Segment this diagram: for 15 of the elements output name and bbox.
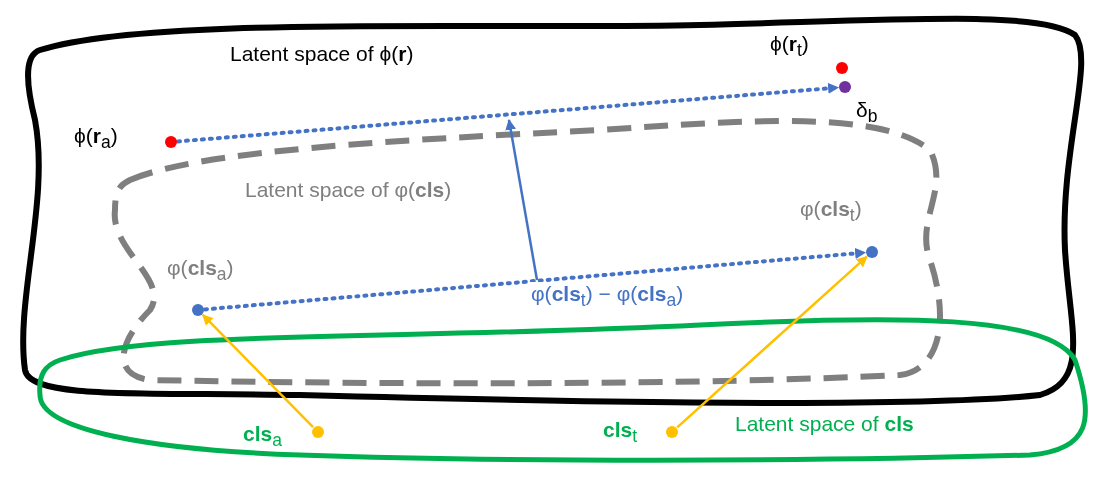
region-title: Latent space of cls — [735, 412, 914, 436]
region-title: Latent space of φ(cls) — [245, 178, 452, 202]
point-label: cls$_{a}$ — [243, 422, 282, 451]
arrow — [505, 118, 539, 281]
point-label: φ(cls$_{a}$) — [167, 256, 234, 285]
point-label: ϕ(r$_{t}$) — [770, 32, 809, 61]
point-label: cls$_{t}$ — [603, 418, 638, 447]
point-label: ϕ(r$_{a}$) — [74, 124, 118, 153]
arrow — [202, 314, 314, 428]
region-title: Latent space of ϕ(r) — [230, 42, 414, 66]
arrow — [176, 82, 840, 144]
point-label: φ(cls$_{t}$) — [800, 197, 862, 226]
arrow — [676, 255, 868, 429]
point-label: δ$_{b}$ — [856, 98, 878, 127]
arrow — [202, 247, 868, 312]
